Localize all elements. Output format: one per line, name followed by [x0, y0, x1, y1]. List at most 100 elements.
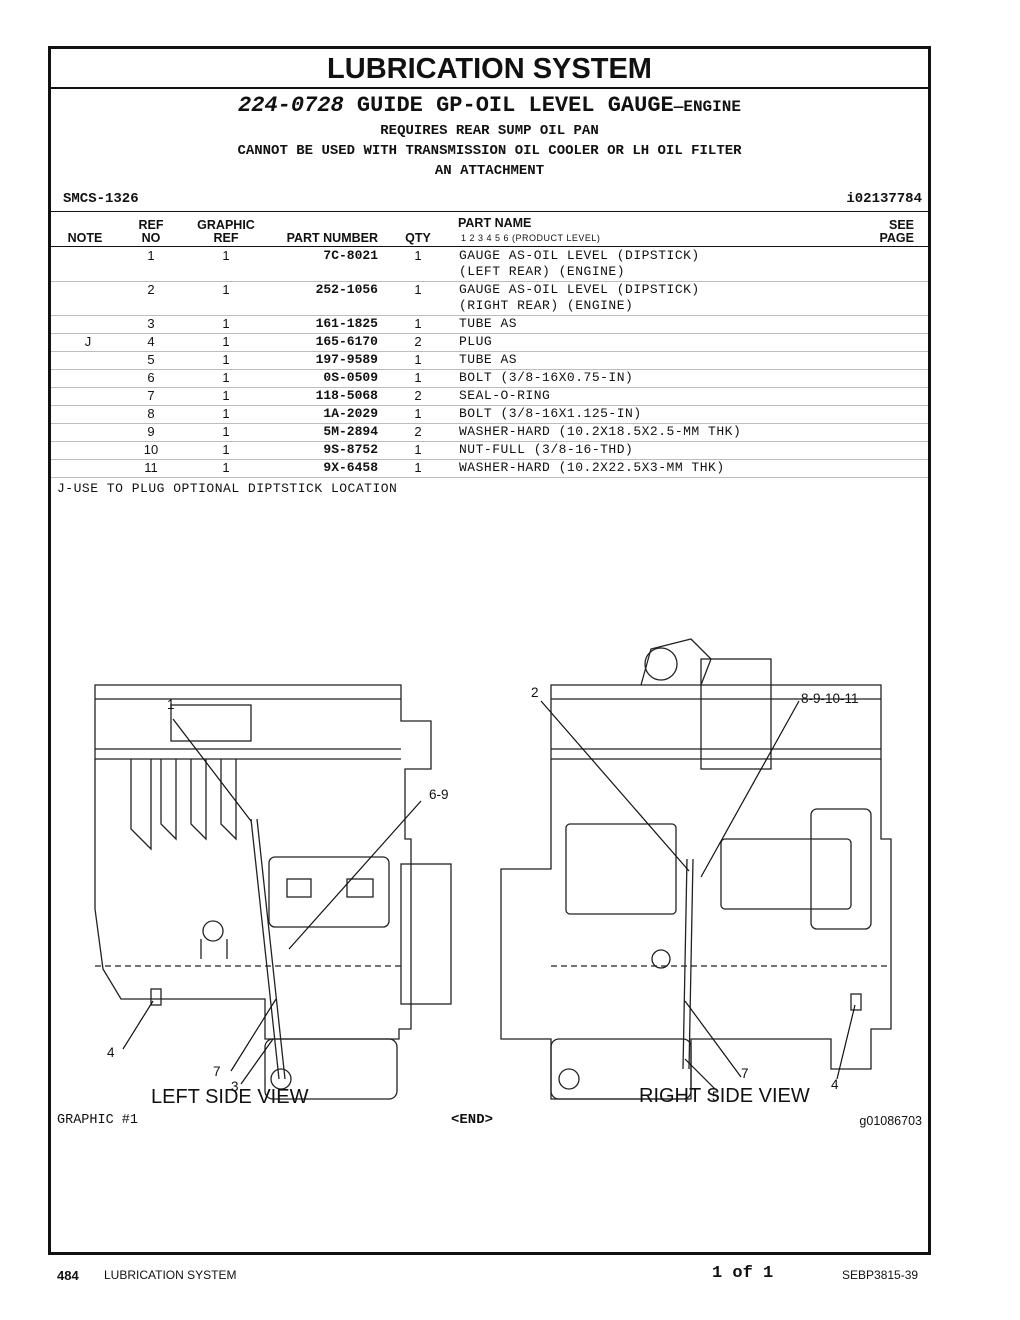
callout-label: 2: [531, 685, 539, 700]
row-part-number: 0S-0509: [323, 370, 378, 385]
row-graphic-ref: 1: [222, 388, 230, 403]
row-part-name: TUBE AS: [459, 352, 518, 367]
col-part-name: PART NAME: [458, 216, 532, 230]
product-levels: 1 2 3 4 5 6 (PRODUCT LEVEL): [461, 233, 601, 243]
row-graphic-ref: 1: [222, 334, 230, 349]
row-part-name: BOLT (3/8-16X0.75-IN): [459, 370, 634, 385]
row-part-name: WASHER-HARD (10.2X18.5X2.5-MM THK): [459, 424, 742, 439]
engine-illustration: [94, 638, 892, 1100]
group-title: 224-0728 GUIDE GP-OIL LEVEL GAUGE—ENGINE: [51, 93, 928, 118]
footer-doc-id: SEBP3815-39: [842, 1268, 919, 1282]
right-side-view-label: RIGHT SIDE VIEW: [639, 1085, 810, 1107]
row-graphic-ref: 1: [222, 406, 230, 421]
row-graphic-ref: 1: [222, 316, 230, 331]
callout-label: 7: [213, 1064, 221, 1079]
row-part-name: PLUG: [459, 334, 493, 349]
row-part-name: TUBE AS: [459, 316, 518, 331]
row-qty: 1: [414, 352, 422, 367]
callout-leaders: [122, 700, 856, 1090]
callout-label: 7: [741, 1066, 749, 1081]
group-name: GUIDE GP-OIL LEVEL GAUGE: [356, 93, 674, 118]
sheet-title: LUBRICATION SYSTEM: [51, 49, 928, 89]
row-ref-no: 8: [147, 406, 155, 421]
col-ref-bottom: NO: [141, 231, 161, 245]
left-side-engine-drawing: [94, 684, 452, 1100]
row-ref-no: 5: [147, 352, 155, 367]
row-graphic-ref: 1: [222, 282, 230, 297]
row-part-name: BOLT (3/8-16X1.125-IN): [459, 406, 642, 421]
row-part-number: 197-9589: [315, 352, 378, 367]
col-note: NOTE: [67, 231, 103, 245]
table-row: 5 1 197-9589 1 TUBE AS: [51, 351, 928, 370]
row-note: J: [84, 334, 92, 349]
document-ident: i02137784: [846, 191, 922, 207]
row-qty: 1: [414, 406, 422, 421]
table-header-divider: [51, 246, 928, 247]
row-qty: 1: [414, 282, 422, 297]
callout-label: 4: [107, 1045, 115, 1060]
smcs-code: SMCS-1326: [63, 191, 139, 207]
callout-label: 6-9: [429, 787, 449, 802]
footer-page-of: 1 of 1: [712, 1264, 774, 1283]
row-part-number: 165-6170: [315, 334, 378, 349]
row-part-number: 9X-6458: [323, 460, 378, 475]
table-row: J 4 1 165-6170 2 PLUG: [51, 333, 928, 352]
row-qty: 1: [414, 460, 422, 475]
row-part-number: 9S-8752: [323, 442, 378, 457]
row-ref-no: 9: [147, 424, 155, 439]
group-part-number: 224-0728: [238, 93, 344, 118]
requirement-line: REQUIRES REAR SUMP OIL PAN: [380, 123, 599, 139]
row-graphic-ref: 1: [222, 248, 230, 263]
callout-label: 4: [831, 1077, 839, 1092]
row-ref-no: 7: [147, 388, 155, 403]
callout-label: 1: [167, 697, 175, 712]
right-side-engine-drawing: [500, 638, 892, 1100]
row-qty: 2: [414, 388, 422, 403]
left-side-view-label: LEFT SIDE VIEW: [151, 1086, 309, 1108]
graphic-number: GRAPHIC #1: [57, 1113, 139, 1128]
col-graphic-top: GRAPHIC: [197, 218, 255, 232]
col-see-bottom: PAGE: [879, 231, 915, 245]
callout-label: 3: [231, 1079, 239, 1094]
row-qty: 1: [414, 370, 422, 385]
row-part-name: NUT-FULL (3/8-16-THD): [459, 442, 634, 457]
row-graphic-ref: 1: [222, 424, 230, 439]
table-row: 9 1 5M-2894 2 WASHER-HARD (10.2X18.5X2.5-MM …: [51, 423, 928, 442]
header-divider: [51, 211, 928, 212]
row-part-name: WASHER-HARD (10.2X22.5X3-MM THK): [459, 460, 725, 475]
col-ref-top: REF: [138, 218, 164, 232]
row-qty: 1: [414, 442, 422, 457]
footer-page-number: 484: [57, 1268, 79, 1283]
col-see-top: SEE: [888, 218, 914, 232]
row-ref-no: 10: [143, 442, 159, 457]
row-part-number: 161-1825: [315, 316, 378, 331]
row-ref-no: 1: [147, 248, 155, 263]
group-suffix: —ENGINE: [673, 98, 741, 116]
footer-section: LUBRICATION SYSTEM: [104, 1268, 237, 1282]
row-part-number: 5M-2894: [323, 424, 378, 439]
row-qty: 1: [414, 248, 422, 263]
row-part-number: 252-1056: [315, 282, 378, 297]
row-part-number: 118-5068: [315, 388, 378, 403]
row-part-name: SEAL-O-RING: [459, 388, 551, 403]
row-qty: 2: [414, 424, 422, 439]
row-graphic-ref: 1: [222, 370, 230, 385]
requirement-line: CANNOT BE USED WITH TRANSMISSION OIL COO…: [237, 143, 742, 159]
col-part-number: PART NUMBER: [286, 231, 378, 245]
row-qty: 2: [414, 334, 422, 349]
table-row: 7 1 118-5068 2 SEAL-O-RING: [51, 387, 928, 406]
row-part-name: GAUGE AS-OIL LEVEL (DIPSTICK) (LEFT REAR…: [459, 248, 700, 279]
row-part-name: GAUGE AS-OIL LEVEL (DIPSTICK) (RIGHT REA…: [459, 282, 700, 313]
row-graphic-ref: 1: [222, 352, 230, 367]
row-ref-no: 4: [147, 334, 155, 349]
footnote: J-USE TO PLUG OPTIONAL DIPTSTICK LOCATIO…: [57, 481, 398, 496]
callout-label: 5: [712, 1089, 720, 1104]
requirement-line: AN ATTACHMENT: [434, 163, 545, 179]
